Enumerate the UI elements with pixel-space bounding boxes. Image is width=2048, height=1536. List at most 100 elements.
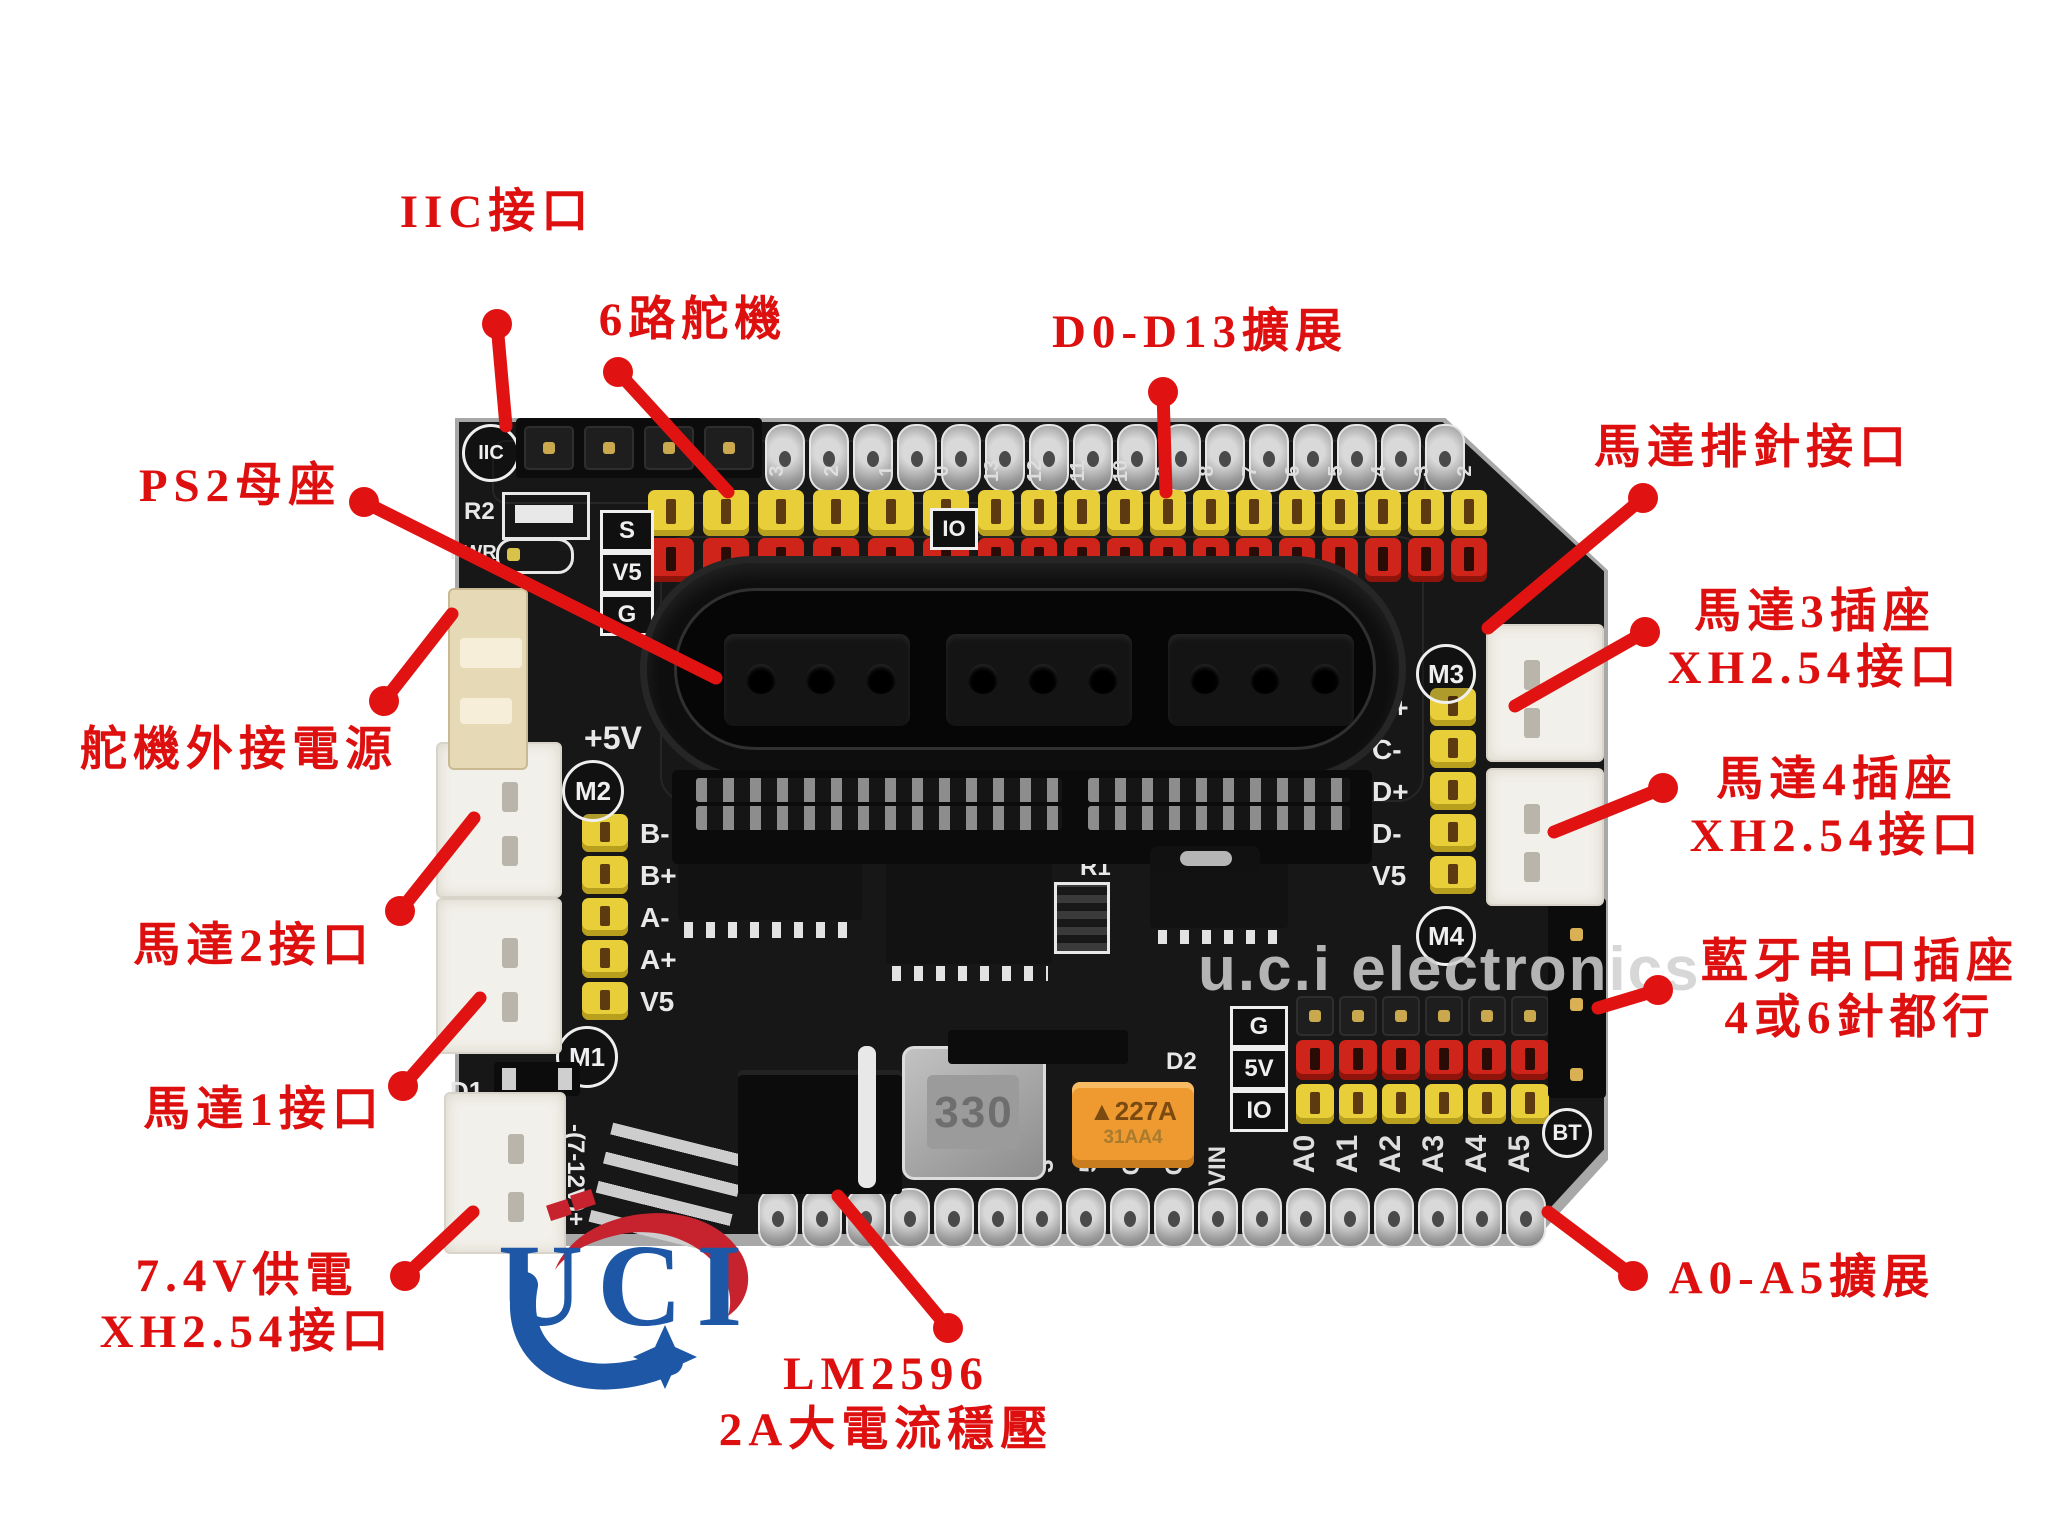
m1-circle: M1 [556,1026,618,1088]
inductor-value: 330 [934,1088,1014,1137]
callout-arrow-motor-pin-header [1481,491,1650,635]
m2-pin-label: B+ [640,860,677,891]
rail-pin [1296,1040,1334,1080]
watermark: u.c.i electronics [1198,935,1701,1004]
servo-row-box-s: S [600,510,654,552]
ps2-pin-hole [1088,664,1118,694]
ps2-pin-hole [746,664,776,694]
expansion-hole-bottom [1286,1188,1326,1248]
callout-arrow-dot-iic-port [482,309,512,339]
digital-pin-v5 [1451,538,1487,582]
motor1-slot [502,992,518,1022]
rail-pin [1382,996,1420,1036]
expansion-hole-bottom [978,1188,1018,1248]
callout-servo-6ch: 6路舵機 [578,292,808,348]
ps2-pin-hole [1250,664,1280,694]
iic-logo-circle: IIC [462,424,520,482]
expansion-hole-bottom [1374,1188,1414,1248]
motor4-slot [1524,804,1540,834]
expansion-hole-bottom [934,1188,974,1248]
servo-pin-signal [868,490,914,536]
female-header-strip-left [696,778,1062,802]
servo-row-box-v5: V5 [600,552,654,594]
expansion-hole-bottom [1110,1188,1150,1248]
pwr-led [507,548,520,561]
plus5v-label: +5V [584,720,642,756]
callout-arrow-dot-d0-d13 [1148,377,1178,407]
expansion-hole-bottom [1154,1188,1194,1248]
motor3-slot [1524,660,1540,690]
callout-arrow-dot-motor-pin-header [1628,483,1658,513]
ps2-tab-divot [1150,846,1260,872]
callout-arrow-dot-power-74v [390,1261,420,1291]
servo-power-notch [460,638,522,668]
rail-pin [1339,1084,1377,1124]
iic-pin [584,426,634,470]
digital-pin-signal [1021,490,1057,536]
r2-component-body [515,505,573,523]
motor2-slot [502,836,518,866]
rail-pin [1468,996,1506,1036]
callout-arrow-d0-d13 [1156,385,1173,499]
iic-pin [524,426,574,470]
m3-pin-label: D+ [1372,776,1409,807]
callout-motor1-port: 馬達1接口 [114,1082,414,1138]
digital-pin-signal [1322,490,1358,536]
power-74v-connector [444,1092,566,1254]
ps2-tab-metal [1180,851,1232,866]
callout-line: XH2.54接口 [1689,810,1985,862]
callout-line: PS2母座 [138,460,342,512]
callout-arrow-dot-servo-ext-power [369,686,399,716]
servo-pin-signal [758,490,804,536]
m2-pin [582,898,628,936]
logo-flag [570,1188,596,1212]
d1-band [502,1068,516,1090]
callout-line: 馬達排針接口 [1594,422,1912,474]
rail-pin [1511,996,1549,1036]
expansion-hole-top [1293,424,1333,492]
expansion-hole-bottom [1198,1188,1238,1248]
callout-arrow-motor2-port [393,811,481,918]
cap-value-text: 227A [1114,1096,1177,1126]
digital-pin-signal [1064,490,1100,536]
digital-pin-signal [1107,490,1143,536]
rail-pin [1425,1040,1463,1080]
rail-pin [1296,996,1334,1036]
expansion-hole-top [1249,424,1289,492]
rail-pin [1468,1084,1506,1124]
m2-pin [582,982,628,1020]
m4-text: M4 [1427,920,1465,951]
expansion-hole-bottom [890,1188,930,1248]
callout-line: D0-D13擴展 [1051,306,1349,358]
digital-pin-signal [1236,490,1272,536]
callout-line: 4或6針都行 [1724,992,1996,1044]
iic-logo-text: IIC [478,441,504,464]
pwr-led-outline [496,538,574,574]
m2-pin [582,940,628,978]
callout-arrow-dot-motor4-socket [1648,773,1678,803]
logo-star [633,1325,697,1389]
rail-pin [1339,996,1377,1036]
digital-pin-signal [1193,490,1229,536]
servo-pin-v5 [648,538,694,582]
callout-arrow-dot-ps2-socket [349,487,379,517]
m3-pin [1430,814,1476,852]
m3-pin [1430,772,1476,810]
logo-blue-swoosh [510,1272,683,1390]
callout-line: IIC接口 [399,186,595,238]
r2-label: R2 [464,498,495,525]
m3-pin-label: D- [1372,818,1402,849]
bt-header [1548,898,1606,1098]
m4-circle: M4 [1416,906,1476,966]
expansion-hole-top [765,424,805,492]
power-slot [508,1134,524,1164]
digital-pin-signal [1451,490,1487,536]
rail-pin [1425,1084,1463,1124]
expansion-hole-bottom [1242,1188,1282,1248]
